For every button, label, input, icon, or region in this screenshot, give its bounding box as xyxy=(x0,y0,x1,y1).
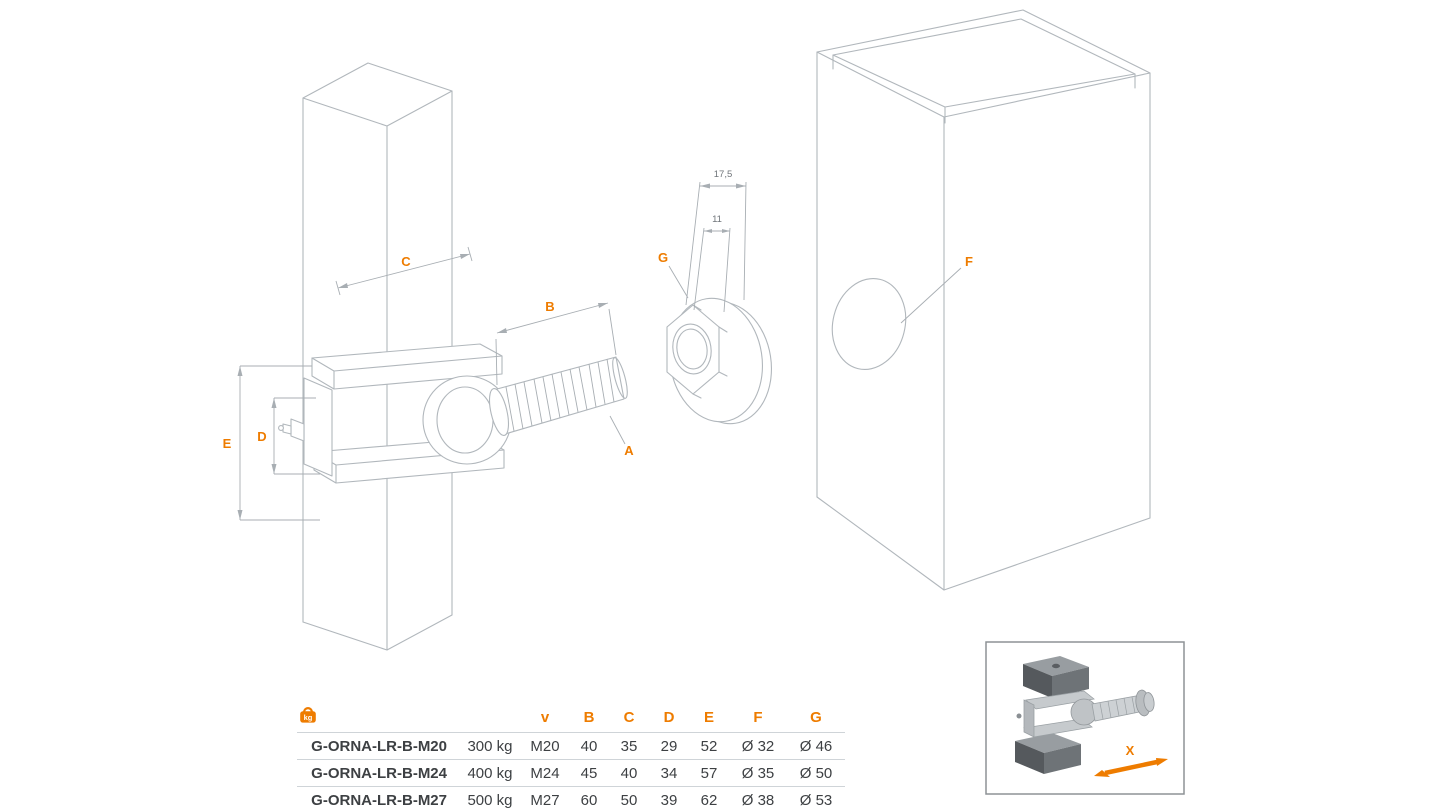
dim-label-c: C xyxy=(401,254,411,269)
dimension-b: B xyxy=(495,299,617,386)
value-d: 39 xyxy=(660,791,678,809)
header-b: B xyxy=(583,708,595,726)
dim-label-17-5: 17,5 xyxy=(714,169,733,180)
kettlebell-weight-icon: kg xyxy=(300,707,316,723)
value-f: Ø 32 xyxy=(741,737,775,755)
value-g: Ø 46 xyxy=(799,737,833,755)
value-g: Ø 53 xyxy=(799,791,833,809)
table-row: G-ORNA-LR-B-M24 400 kg M24 45 40 34 57 Ø… xyxy=(297,760,845,787)
model-name: G-ORNA-LR-B-M24 xyxy=(311,764,447,782)
value-c: 40 xyxy=(620,764,638,782)
header-v: v xyxy=(540,708,550,726)
header-e: E xyxy=(703,708,714,726)
inset-product-render xyxy=(1015,656,1155,774)
label-a: A xyxy=(609,415,634,458)
model-name: G-ORNA-LR-B-M20 xyxy=(311,737,447,755)
value-c: 35 xyxy=(620,737,638,755)
dimension-nut-hex: 11 xyxy=(693,214,731,313)
dim-label-11: 11 xyxy=(712,214,722,225)
value-v: M20 xyxy=(530,737,560,755)
dim-label-a: A xyxy=(624,443,634,458)
table-row: G-ORNA-LR-B-M20 300 kg M20 40 35 29 52 Ø… xyxy=(297,733,845,760)
dimension-c: C xyxy=(335,246,473,296)
label-f: F xyxy=(900,254,973,324)
value-f: Ø 38 xyxy=(741,791,775,809)
value-e: 57 xyxy=(700,764,718,782)
label-g: G xyxy=(658,250,689,299)
kg-unit-label: kg xyxy=(304,713,313,722)
header-g: G xyxy=(810,708,822,726)
value-d: 29 xyxy=(660,737,678,755)
value-d: 34 xyxy=(660,764,678,782)
max-weight: 400 kg xyxy=(467,764,513,782)
value-f: Ø 35 xyxy=(741,764,775,782)
value-g: Ø 50 xyxy=(799,764,833,782)
value-b: 40 xyxy=(580,737,598,755)
value-v: M24 xyxy=(530,764,560,782)
dim-label-f: F xyxy=(965,254,973,269)
x-axis-label: X xyxy=(1126,743,1135,758)
dimension-e: E xyxy=(223,365,320,521)
hinge-drawing xyxy=(278,343,512,484)
header-d: D xyxy=(663,708,675,726)
spec-table: kg v B C D E F G G-ORNA-LR-B-M20 300 kg … xyxy=(297,702,845,810)
inset-box: X xyxy=(985,641,1185,795)
value-e: 62 xyxy=(700,791,718,809)
ball-joint xyxy=(436,386,494,454)
dim-label-e: E xyxy=(223,436,232,451)
value-v: M27 xyxy=(530,791,560,809)
value-b: 45 xyxy=(580,764,598,782)
table-row: G-ORNA-LR-B-M27 500 kg M27 60 50 39 62 Ø… xyxy=(297,787,845,810)
dim-label-d: D xyxy=(257,429,266,444)
grease-nipple-icon xyxy=(278,418,305,442)
square-tube-drawing xyxy=(816,9,1151,591)
mounting-hole xyxy=(831,277,907,371)
nut-bore xyxy=(672,323,712,375)
header-f: F xyxy=(753,708,763,726)
value-c: 50 xyxy=(620,791,638,809)
flange-nut-drawing xyxy=(666,297,773,425)
dim-label-b: B xyxy=(545,299,554,314)
dimension-nut-width: 17,5 xyxy=(685,169,747,306)
value-e: 52 xyxy=(700,737,718,755)
header-c: C xyxy=(623,708,635,726)
value-b: 60 xyxy=(580,791,598,809)
max-weight: 300 kg xyxy=(467,737,513,755)
dim-label-g: G xyxy=(658,250,668,265)
table-header-row: kg v B C D E F G xyxy=(297,702,845,733)
x-axis-arrow: X xyxy=(1094,743,1168,777)
threaded-rod-drawing xyxy=(488,356,628,437)
dimension-d: D xyxy=(257,397,320,475)
model-name: G-ORNA-LR-B-M27 xyxy=(311,791,447,809)
max-weight: 500 kg xyxy=(467,791,513,809)
